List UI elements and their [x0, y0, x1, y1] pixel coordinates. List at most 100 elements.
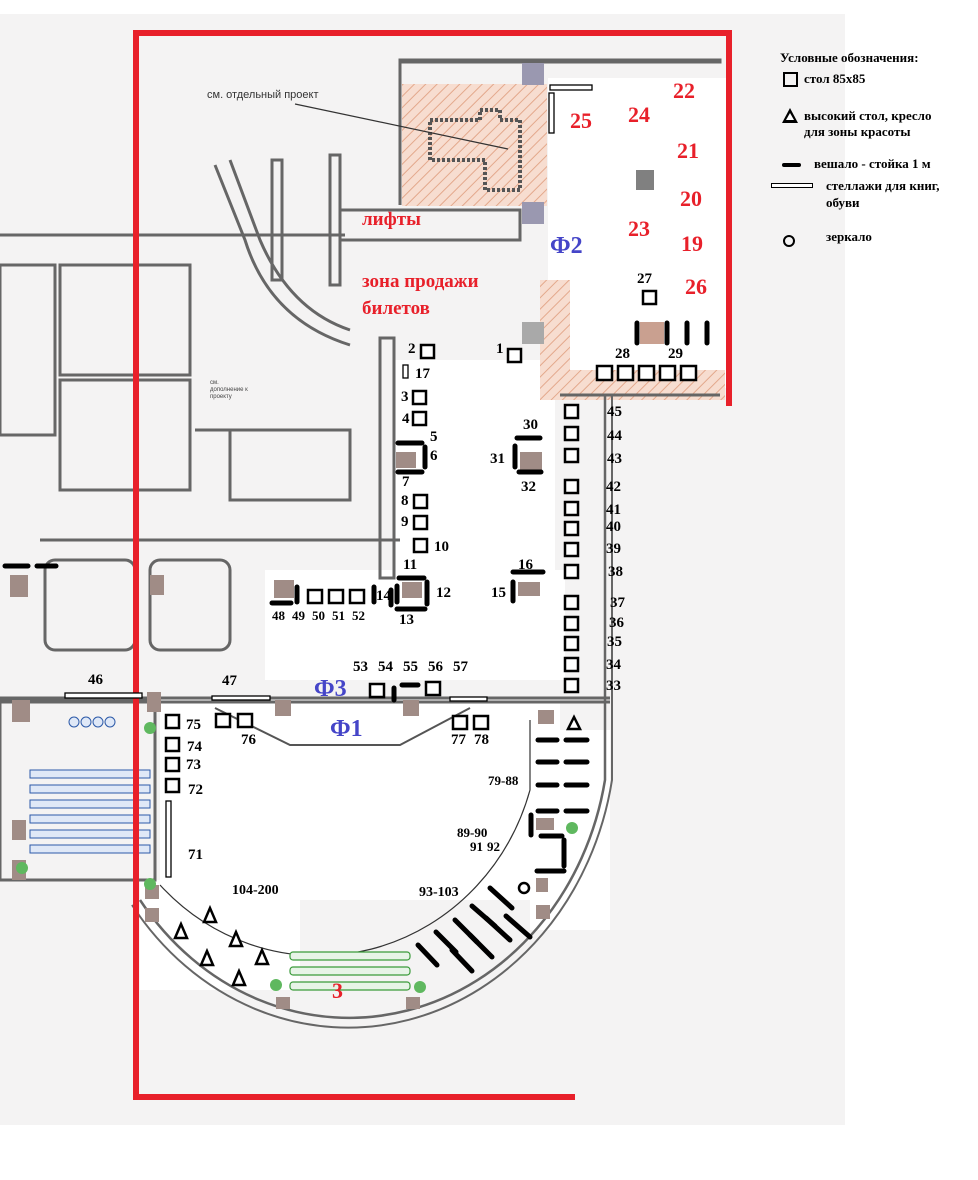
number-label: 73 — [186, 757, 201, 773]
label-lifts: лифты — [362, 209, 421, 230]
number-label: 32 — [521, 479, 536, 495]
f2-number: 22 — [673, 78, 695, 103]
note-separate-project: см. отдельный проект — [207, 89, 319, 101]
number-label: 78 — [474, 732, 489, 748]
f2-number: 26 — [685, 274, 707, 299]
number-label: 31 — [490, 451, 505, 467]
number-label: 27 — [637, 271, 652, 287]
number-label: 48 — [272, 608, 285, 623]
number-label: 29 — [668, 346, 683, 362]
number-label: 1 — [496, 341, 504, 357]
note-addition: см. дополнение к проекту — [210, 380, 248, 401]
legend-item-high-table-2: для зоны красоты — [804, 124, 911, 139]
legend-item-shelf-1: стеллажи для книг, — [826, 178, 940, 193]
number-label: 10 — [434, 539, 449, 555]
range-label: 93-103 — [419, 885, 459, 900]
f2-number: 20 — [680, 186, 702, 211]
range-label: 89-90 — [457, 825, 488, 840]
zone-3: 3 — [332, 978, 343, 1003]
triangle-icon — [782, 108, 798, 123]
range-label: 104-200 — [232, 883, 279, 898]
pointer-line — [294, 103, 509, 150]
number-label: 57 — [453, 659, 468, 675]
number-label: 46 — [88, 672, 103, 688]
number-label: 45 — [607, 404, 622, 420]
event-boundary-frame — [133, 30, 732, 1100]
number-label: 92 — [487, 839, 500, 854]
amphitheatre-seats — [289, 951, 411, 991]
number-label: 40 — [606, 519, 621, 535]
zone-f3: Ф3 — [314, 676, 347, 702]
number-label: 54 — [378, 659, 393, 675]
number-label: 76 — [241, 732, 256, 748]
number-label: 72 — [188, 782, 203, 798]
f2-number: 19 — [681, 231, 703, 256]
number-label: 5 — [430, 429, 438, 445]
label-ticket-zone-2: билетов — [362, 298, 430, 319]
columns — [10, 63, 664, 1009]
number-label: 30 — [523, 417, 538, 433]
beauty-zone-chairs — [173, 714, 583, 987]
number-label: 50 — [312, 608, 325, 623]
legend-title: Условные обозначения: — [780, 50, 919, 65]
number-label: 39 — [606, 541, 621, 557]
shelf-icon — [771, 183, 813, 188]
number-label: 43 — [607, 451, 622, 467]
shelves — [64, 84, 593, 878]
number-label: 42 — [606, 479, 621, 495]
legend-item-rack: вешало - стойка 1 м — [814, 156, 931, 171]
f2-number: 23 — [628, 216, 650, 241]
f2-number: 25 — [570, 108, 592, 133]
number-label: 33 — [606, 678, 621, 694]
number-label: 6 — [430, 448, 438, 464]
auditorium-seats — [29, 716, 151, 854]
mirror-icon — [517, 881, 531, 895]
number-label: 34 — [606, 657, 621, 673]
number-label: 55 — [403, 659, 418, 675]
zone-f1: Ф1 — [330, 716, 363, 742]
f2-number: 24 — [628, 102, 650, 127]
number-label: 12 — [436, 585, 451, 601]
zone-f2: Ф2 — [550, 233, 583, 259]
legend-item-shelf-2: обуви — [826, 195, 860, 210]
number-label: 49 — [292, 608, 305, 623]
number-label: 74 — [187, 739, 202, 755]
number-label: 13 — [399, 612, 414, 628]
number-label: 44 — [607, 428, 622, 444]
number-label: 71 — [188, 847, 203, 863]
number-label: 11 — [403, 557, 418, 573]
plants — [16, 722, 578, 993]
number-label: 37 — [610, 595, 625, 611]
number-label: 7 — [402, 474, 410, 490]
number-label: 3 — [401, 389, 409, 405]
label-ticket-zone-1: зона продажи — [362, 271, 479, 292]
number-label: 51 — [332, 608, 345, 623]
number-label: 47 — [222, 673, 237, 689]
rack-bar-icon — [782, 163, 801, 167]
f2-number: 21 — [677, 138, 699, 163]
number-label: 17 — [415, 366, 430, 382]
mirror-circle-icon — [783, 235, 795, 247]
number-label: 38 — [608, 564, 623, 580]
legend-item-mirror: зеркало — [826, 229, 872, 244]
legend-item-table: стол 85х85 — [804, 71, 866, 86]
number-label: 53 — [353, 659, 368, 675]
range-label: 79-88 — [488, 773, 519, 788]
number-label: 75 — [186, 717, 201, 733]
clothes-racks — [2, 320, 710, 974]
number-label: 56 — [428, 659, 443, 675]
number-label: 4 — [402, 411, 410, 427]
number-label: 16 — [518, 557, 533, 573]
number-label: 9 — [401, 514, 409, 530]
tables — [164, 289, 698, 794]
number-label: 8 — [401, 493, 409, 509]
legend-item-high-table-1: высокий стол, кресло — [804, 108, 932, 123]
number-label: 52 — [352, 608, 365, 623]
number-label: 35 — [607, 634, 622, 650]
number-label: 41 — [606, 502, 621, 518]
number-label: 36 — [609, 615, 624, 631]
number-label: 28 — [615, 346, 630, 362]
number-label: 91 — [470, 839, 483, 854]
number-label: 14 — [376, 588, 391, 604]
